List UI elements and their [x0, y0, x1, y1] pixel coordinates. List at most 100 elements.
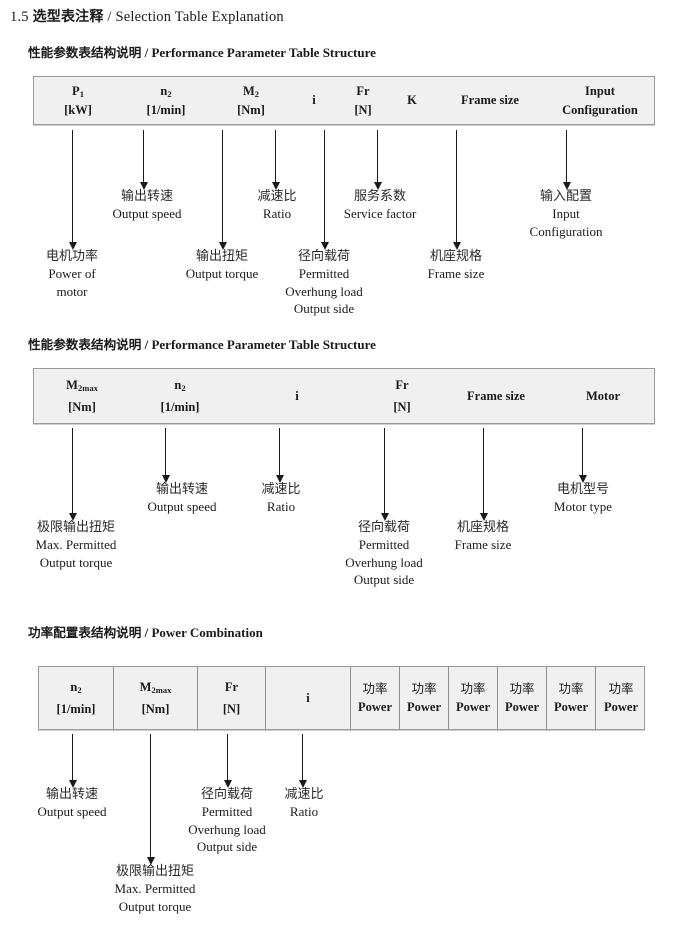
annotation-output-speed: 输出转速 Output speed: [113, 188, 182, 223]
table-1-col-n2-symbol: n2: [160, 84, 172, 100]
power-combination-table: n2 [1/min] M2max [Nm] Fr [N] i 功率 Power …: [38, 666, 645, 730]
annotation-ratio-3-en-1: Ratio: [289, 804, 319, 820]
table-3-col-n2-symbol: n2: [70, 679, 82, 695]
arrow-to-max-permitted-output-torque-3: [146, 734, 155, 865]
arrow-to-motor-type: [578, 428, 587, 483]
annotation-max-permitted-output-torque: 极限输出扭矩 Max. Permitted Output torque: [36, 519, 117, 571]
table-1-col-fr: Fr [N]: [336, 77, 390, 124]
annotation-max-permitted-output-torque-en-1: Max. Permitted: [35, 537, 117, 553]
table-3-col-power-5: 功率 Power: [547, 667, 596, 729]
table-3-col-power-4: 功率 Power: [498, 667, 547, 729]
page-title: 1.5 选型表注释 / Selection Table Explanation: [10, 6, 284, 26]
annotation-output-speed-3: 输出转速 Output speed: [38, 786, 107, 821]
annotation-output-speed-3-en-1: Output speed: [37, 804, 107, 820]
block-3-heading-cn: 功率配置表结构说明: [28, 625, 142, 640]
annotation-ratio-cn: 减速比: [257, 189, 297, 204]
table-3-col-power-3-en: Power: [455, 700, 490, 714]
table-1-col-p1-unit: [kW]: [64, 102, 92, 117]
table-2-col-frame-size: Frame size: [440, 369, 552, 423]
annotation-frame-size-2-en-1: Frame size: [454, 537, 512, 553]
table-1-col-input-configuration: Input Configuration: [546, 77, 654, 124]
annotation-ratio-2: 减速比 Ratio: [261, 481, 300, 516]
block-1-heading: 性能参数表结构说明 / Performance Parameter Table …: [28, 42, 376, 61]
annotation-output-torque-en-1: Output torque: [185, 266, 259, 282]
annotation-output-speed-2-en-1: Output speed: [147, 499, 217, 515]
annotation-power-of-motor: 电机功率 Power of motor: [46, 248, 98, 300]
table-1-col-p1: P1 [kW]: [34, 77, 122, 124]
annotation-overhung-load-3-cn: 径向载荷: [200, 787, 253, 802]
table-1-col-frame-size: Frame size: [434, 77, 546, 124]
block-2-heading-en: Performance Parameter Table Structure: [151, 337, 376, 352]
annotation-power-of-motor-en-2: motor: [56, 283, 88, 299]
table-1-col-k-symbol: K: [407, 93, 417, 108]
annotation-frame-size: 机座规格 Frame size: [428, 248, 485, 283]
table-3-col-power-1-en: Power: [357, 700, 392, 714]
arrow-to-overhung-load: [320, 130, 329, 250]
table-2-col-motor: Motor: [552, 369, 654, 423]
annotation-motor-type: 电机型号 Motor type: [554, 481, 612, 516]
table-3-col-power-4-cn: 功率: [509, 680, 535, 696]
table-1-col-i-symbol: i: [312, 93, 316, 108]
table-3-col-power-5-en: Power: [553, 700, 588, 714]
table-2-col-m2max-symbol: M2max: [66, 377, 98, 393]
annotation-ratio-en-1: Ratio: [262, 206, 292, 222]
block-3-heading-en: Power Combination: [151, 625, 263, 640]
arrow-to-ratio-2: [275, 428, 284, 483]
arrow-to-output-torque: [218, 130, 227, 250]
block-3-heading-separator: /: [144, 625, 149, 640]
table-2-col-i: i: [230, 369, 364, 423]
annotation-ratio-3-cn: 减速比: [284, 787, 324, 802]
arrow-to-ratio: [271, 130, 280, 190]
annotation-output-torque: 输出扭矩 Output torque: [186, 248, 259, 283]
annotation-overhung-load-3: 径向载荷 Permitted Overhung load Output side: [188, 786, 266, 856]
annotation-overhung-load-2-cn: 径向载荷: [357, 520, 410, 535]
table-2-col-fr-symbol: Fr: [395, 377, 409, 392]
performance-parameter-table-2: M2max [Nm] n2 [1/min] i Fr [N] Frame siz…: [33, 368, 655, 424]
table-2-col-m2max: M2max [Nm]: [34, 369, 130, 423]
annotation-overhung-load-2: 径向载荷 Permitted Overhung load Output side: [345, 519, 423, 589]
annotation-output-torque-cn: 输出扭矩: [195, 249, 249, 264]
arrow-to-max-permitted-output-torque: [68, 428, 77, 521]
arrow-to-frame-size: [452, 130, 461, 250]
table-2-col-m2max-unit: [Nm]: [68, 400, 96, 414]
table-3-col-power-6: 功率 Power: [596, 667, 646, 729]
annotation-input-configuration-en-1: Input: [552, 206, 580, 222]
table-3-col-power-2-cn: 功率: [411, 680, 437, 696]
table-1-col-fr-symbol: Fr: [356, 84, 370, 99]
annotation-overhung-load-2-en-2: Overhung load: [345, 554, 423, 570]
table-3-col-power-6-cn: 功率: [608, 680, 634, 696]
block-2-heading-separator: /: [144, 337, 149, 352]
annotation-frame-size-en-1: Frame size: [427, 266, 485, 282]
table-3-col-power-2: 功率 Power: [400, 667, 449, 729]
table-3-col-m2max-unit: [Nm]: [141, 702, 170, 716]
table-1-col-i: i: [292, 77, 336, 124]
table-2-col-motor-symbol: Motor: [585, 388, 620, 403]
annotation-service-factor: 服务系数 Service factor: [344, 188, 417, 223]
table-3-col-power-2-en: Power: [406, 700, 441, 714]
table-2-col-fr: Fr [N]: [364, 369, 440, 423]
section-title-cn: 选型表注释: [32, 9, 104, 25]
annotation-overhung-load-3-en-2: Overhung load: [188, 821, 266, 837]
annotation-input-configuration-cn: 输入配置: [539, 189, 592, 204]
table-3-col-i: i: [266, 667, 351, 729]
table-3-col-m2max: M2max [Nm]: [114, 667, 198, 729]
arrow-to-output-speed: [139, 130, 148, 190]
table-2-col-n2-symbol: n2: [174, 377, 186, 393]
table-3-col-fr-symbol: Fr: [224, 679, 239, 694]
arrow-to-frame-size-2: [479, 428, 488, 521]
table-1-col-input-configuration-line1: Input: [585, 84, 615, 99]
table-1-col-m2-symbol: M2: [242, 84, 260, 100]
table-3-col-n2-unit: [1/min]: [56, 702, 96, 716]
arrow-to-power-of-motor: [68, 130, 77, 250]
table-2-col-fr-unit: [N]: [393, 400, 411, 414]
table-3-col-power-3-cn: 功率: [460, 680, 486, 696]
arrow-to-input-configuration: [562, 130, 571, 190]
performance-parameter-table-1: P1 [kW] n2 [1/min] M2 [Nm] i Fr [N] K Fr…: [33, 76, 655, 125]
table-1-col-frame-size-symbol: Frame size: [461, 93, 519, 108]
table-3-col-power-6-en: Power: [603, 700, 638, 714]
table-2-col-frame-size-symbol: Frame size: [467, 388, 525, 403]
table-3-col-power-4-en: Power: [504, 700, 539, 714]
annotation-input-configuration-en-2: Configuration: [529, 223, 603, 239]
annotation-overhung-load-3-en-3: Output side: [196, 839, 258, 855]
annotation-max-permitted-output-torque-cn: 极限输出扭矩: [36, 520, 116, 535]
